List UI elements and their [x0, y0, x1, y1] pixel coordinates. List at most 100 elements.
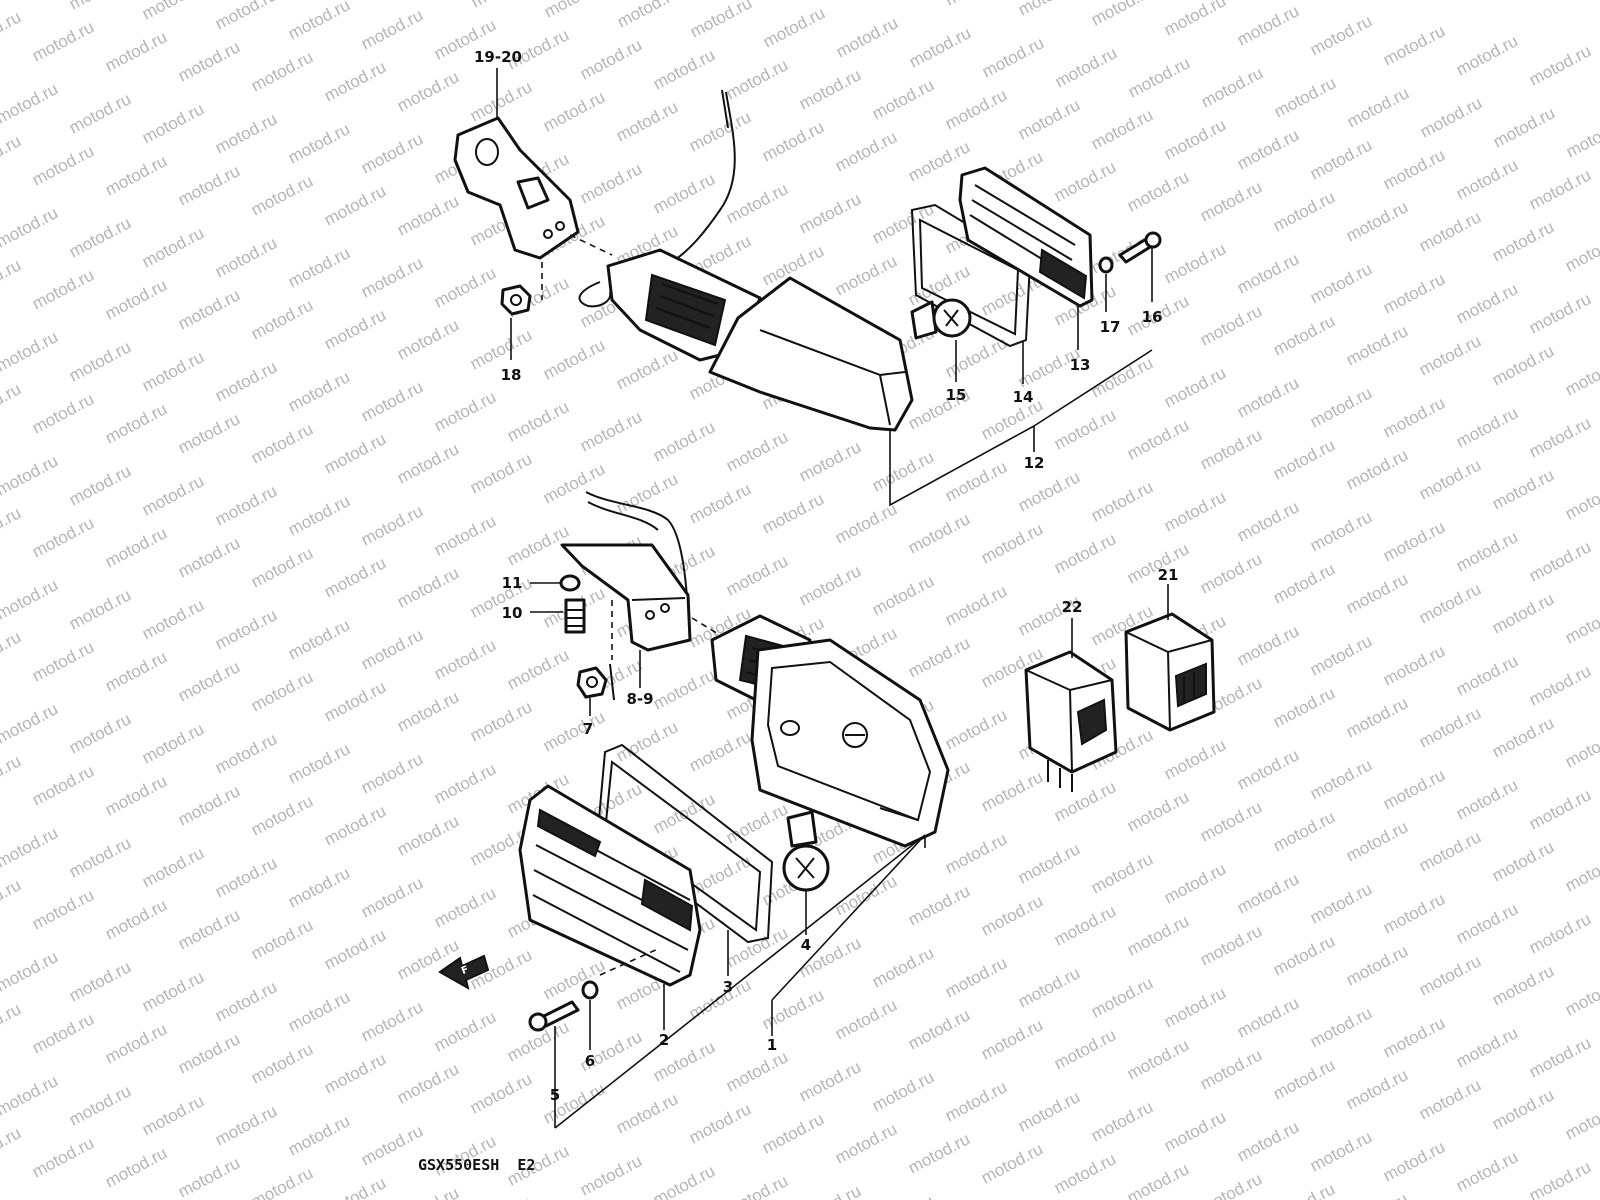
watermark-text: motod.ru	[978, 891, 1046, 939]
watermark-text: motod.ru	[1124, 167, 1192, 215]
watermark-text: motod.ru	[0, 0, 61, 4]
watermark-text: motod.ru	[102, 647, 170, 695]
watermark-text: motod.ru	[0, 999, 24, 1047]
bolt-10	[564, 598, 586, 634]
watermark-text: motod.ru	[1197, 549, 1265, 597]
watermark-text: motod.ru	[1088, 849, 1156, 897]
watermark-text: motod.ru	[248, 915, 316, 963]
watermark-text: motod.ru	[1307, 631, 1375, 679]
watermark-text: motod.ru	[395, 0, 463, 2]
watermark-text: motod.ru	[1051, 157, 1119, 205]
watermark-text: motod.ru	[29, 885, 97, 933]
watermark-text: motod.ru	[1343, 321, 1411, 369]
watermark-text: motod.ru	[321, 1049, 389, 1097]
watermark-text: motod.ru	[1125, 53, 1193, 101]
watermark-text: motod.ru	[1161, 115, 1229, 163]
watermark-text: motod.ru	[212, 853, 280, 901]
watermark-text: motod.ru	[0, 1195, 61, 1200]
watermark-text: motod.ru	[1051, 1149, 1119, 1197]
watermark-text: motod.ru	[832, 995, 900, 1043]
watermark-text: motod.ru	[139, 719, 207, 767]
watermark-text: motod.ru	[1015, 1087, 1083, 1135]
watermark-text: motod.ru	[1161, 735, 1229, 783]
watermark-text: motod.ru	[0, 1071, 61, 1119]
watermark-text: motod.ru	[248, 1163, 316, 1200]
callout-17: 17	[1100, 318, 1121, 336]
watermark-text: motod.ru	[1489, 589, 1557, 637]
watermark-text: motod.ru	[0, 627, 24, 675]
nut-18	[500, 284, 532, 316]
watermark-text: motod.ru	[1197, 301, 1265, 349]
watermark-text: motod.ru	[540, 955, 608, 1003]
watermark-text: motod.ru	[905, 633, 973, 681]
watermark-text: motod.ru	[29, 1133, 97, 1181]
watermark-text: motod.ru	[1161, 1107, 1229, 1155]
watermark-text: motod.ru	[1416, 951, 1484, 999]
watermark-text: motod.ru	[468, 0, 536, 12]
watermark-text: motod.ru	[0, 327, 61, 375]
watermark-text: motod.ru	[139, 967, 207, 1015]
watermark-text: motod.ru	[248, 667, 316, 715]
watermark-text: motod.ru	[1197, 1169, 1265, 1200]
watermark-text: motod.ru	[102, 523, 170, 571]
watermark-text: motod.ru	[321, 305, 389, 353]
watermark-text: motod.ru	[394, 191, 462, 239]
watermark-text: motod.ru	[1197, 797, 1265, 845]
watermark-text: motod.ru	[0, 203, 61, 251]
watermark-text: motod.ru	[321, 1173, 389, 1200]
watermark-text: motod.ru	[760, 3, 828, 51]
watermark-text: motod.ru	[1526, 1157, 1594, 1200]
watermark-text: motod.ru	[942, 705, 1010, 753]
watermark-text: motod.ru	[1490, 103, 1558, 151]
watermark-text: motod.ru	[321, 553, 389, 601]
watermark-text: motod.ru	[1453, 155, 1521, 203]
lower-turn-signal-assembly	[518, 491, 950, 1032]
watermark-text: motod.ru	[540, 335, 608, 383]
watermark-text: motod.ru	[1051, 1025, 1119, 1073]
watermark-text: motod.ru	[942, 0, 1010, 10]
watermark-text: motod.ru	[1234, 1, 1302, 49]
watermark-text: motod.ru	[29, 265, 97, 313]
watermark-text: motod.ru	[978, 767, 1046, 815]
watermark-text: motod.ru	[467, 697, 535, 745]
watermark-text: motod.ru	[1526, 909, 1594, 957]
callout-4: 4	[801, 936, 811, 954]
watermark-text: motod.ru	[1380, 889, 1448, 937]
watermark-text: motod.ru	[869, 75, 937, 123]
watermark-text: motod.ru	[1307, 135, 1375, 183]
watermark-text: motod.ru	[66, 213, 134, 261]
callout-15: 15	[946, 386, 967, 404]
watermark-text: motod.ru	[1051, 777, 1119, 825]
watermark-text: motod.ru	[942, 581, 1010, 629]
watermark-text: motod.ru	[1526, 661, 1594, 709]
watermark-text: motod.ru	[1489, 217, 1557, 265]
callout-11: 11	[502, 574, 523, 592]
callout-22: 22	[1062, 598, 1083, 616]
watermark-text: motod.ru	[1234, 869, 1302, 917]
watermark-text: motod.ru	[613, 97, 681, 145]
watermark-text: motod.ru	[1088, 477, 1156, 525]
callout-18: 18	[501, 366, 522, 384]
watermark-text: motod.ru	[905, 1129, 973, 1177]
watermark-text: motod.ru	[759, 1109, 827, 1157]
watermark-text: motod.ru	[1526, 41, 1594, 89]
watermark-text: motod.ru	[796, 1181, 864, 1200]
watermark-text: motod.ru	[212, 357, 280, 405]
watermark-text: motod.ru	[358, 625, 426, 673]
watermark-text: motod.ru	[0, 451, 61, 499]
watermark-text: motod.ru	[1563, 113, 1600, 161]
watermark-text: motod.ru	[1161, 0, 1229, 40]
watermark-text: motod.ru	[431, 1007, 499, 1055]
watermark-text: motod.ru	[1307, 755, 1375, 803]
watermark-text: motod.ru	[175, 533, 243, 581]
watermark-text: motod.ru	[66, 833, 134, 881]
watermark-text: motod.ru	[285, 987, 353, 1035]
nut-7	[576, 666, 608, 699]
watermark-text: motod.ru	[723, 427, 791, 475]
watermark-text: motod.ru	[431, 635, 499, 683]
washer-6	[581, 980, 599, 1000]
watermark-text: motod.ru	[394, 563, 462, 611]
watermark-text: motod.ru	[504, 645, 572, 693]
watermark-text: motod.ru	[394, 439, 462, 487]
upper-turn-signal-assembly	[453, 89, 1162, 432]
